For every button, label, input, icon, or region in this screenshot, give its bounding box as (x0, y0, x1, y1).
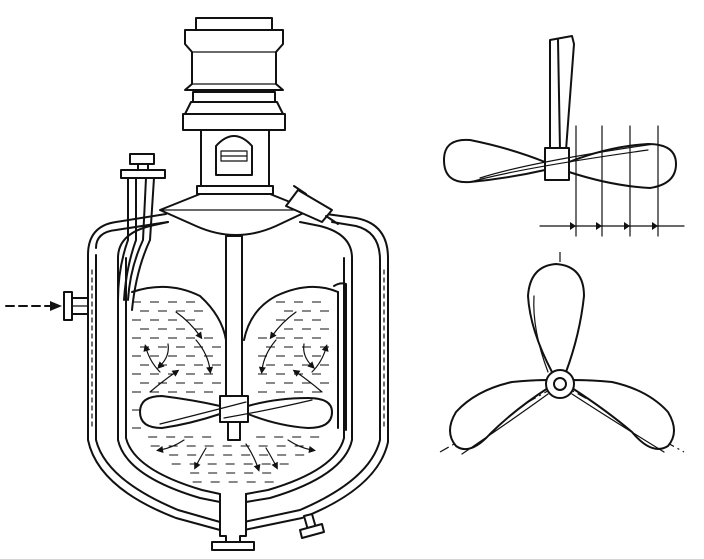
flow-arrow (175, 311, 201, 337)
drive-motor (182, 17, 286, 131)
circulation-arrows (143, 311, 329, 472)
flow-arrowhead (206, 366, 214, 374)
paddle-impeller (139, 395, 333, 429)
flow-arrow (287, 439, 313, 451)
flow-arrowhead (292, 369, 301, 377)
top-nozzle (285, 185, 339, 225)
flow-arrow (149, 371, 177, 393)
flow-arrowhead (143, 344, 151, 352)
inner-shell (117, 221, 353, 503)
jacket (87, 213, 389, 531)
flow-arrow (295, 371, 323, 393)
liquid-charge (131, 285, 339, 483)
flow-arrowhead (269, 331, 277, 340)
flow-arrowhead (195, 331, 203, 340)
side-baffle (333, 282, 347, 431)
flow-arrow (265, 447, 277, 467)
propeller-side-view (443, 35, 685, 237)
coupling-housing (196, 129, 274, 195)
flow-arrowhead (171, 369, 180, 377)
flow-arrowhead (321, 344, 329, 352)
bottom-outlet (211, 493, 255, 551)
flow-arrowhead (156, 446, 164, 453)
flow-arrowhead (258, 366, 266, 374)
inlet-arrow (5, 301, 62, 311)
reactor-vessel (5, 17, 389, 551)
flow-arrowhead (271, 461, 278, 470)
feed-pipe (117, 153, 166, 311)
flow-arrowhead (157, 361, 165, 369)
propeller-top-view (439, 252, 685, 455)
jacket-inlet-nozzle (63, 291, 89, 321)
flow-arrowhead (253, 464, 261, 472)
pitch-lines (539, 125, 685, 237)
flow-arrow (195, 447, 207, 467)
top-head (159, 193, 311, 236)
flow-arrowhead (194, 461, 201, 470)
flow-arrowhead (307, 361, 315, 369)
flow-arrow (159, 439, 185, 451)
jacket-outlet-nozzle (299, 513, 325, 539)
flow-arrow (271, 311, 297, 337)
flow-arrowhead (308, 446, 316, 453)
